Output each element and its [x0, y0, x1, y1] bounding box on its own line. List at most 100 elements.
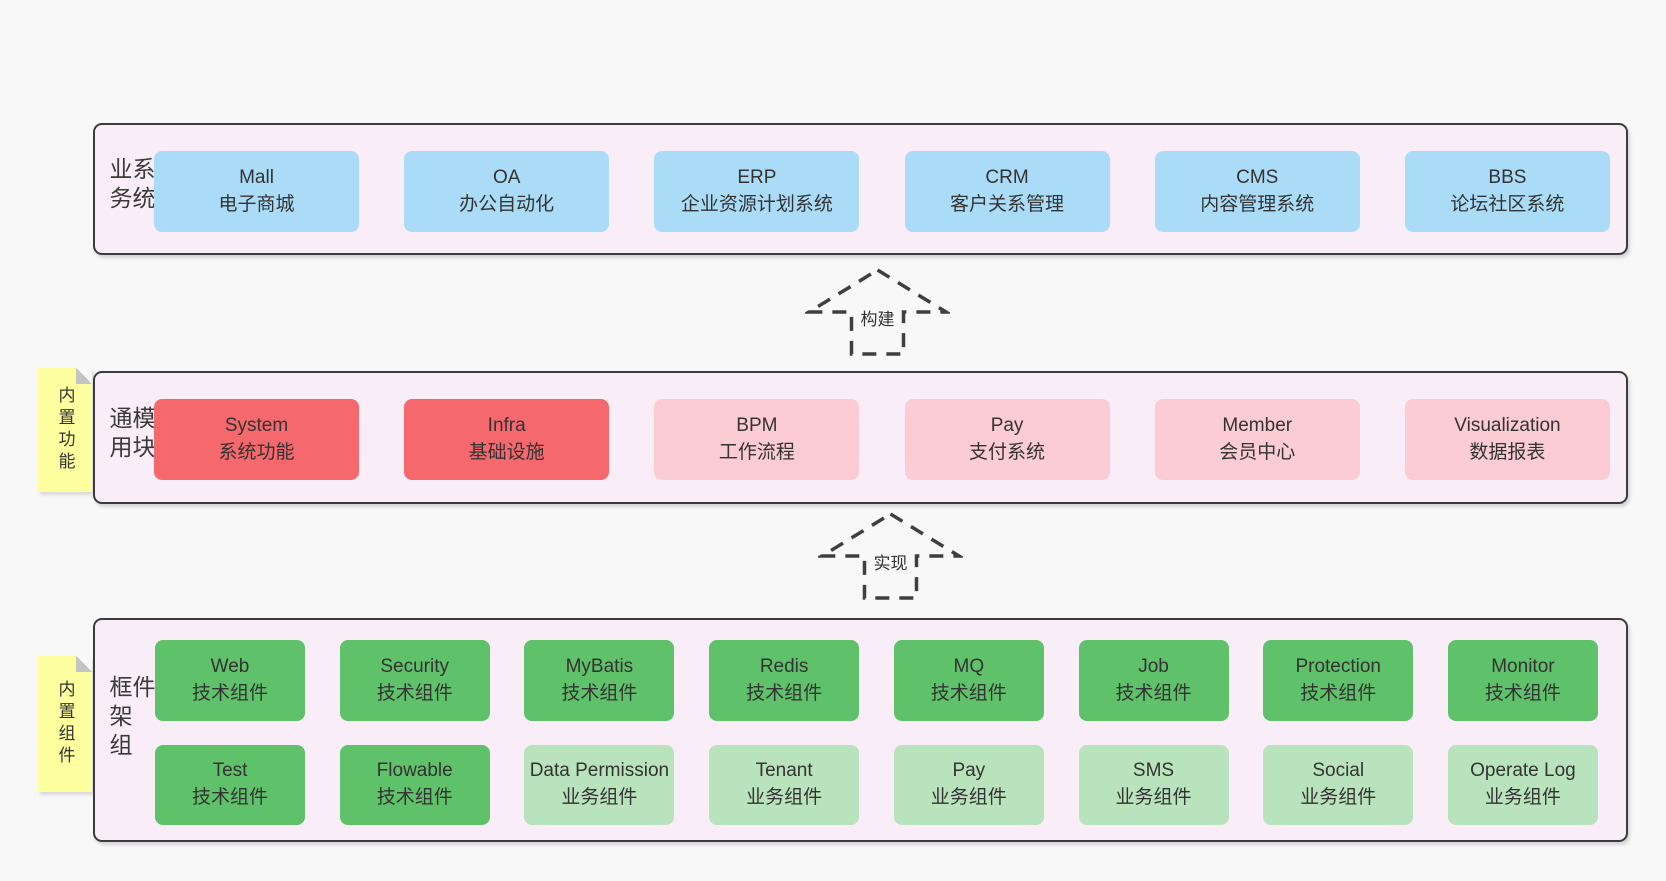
box-subtitle: 系统功能 — [218, 441, 295, 463]
box-mall: Mall 电子商城 — [154, 151, 359, 232]
box-crm: CRM 客户关系管理 — [904, 151, 1110, 232]
box-subtitle: 客户关系管理 — [950, 193, 1065, 215]
box-subtitle: 业务组件 — [1484, 787, 1561, 808]
box-title: Tenant — [755, 760, 813, 782]
box-subtitle: 技术组件 — [1300, 682, 1377, 704]
note-text: 内置功能 — [55, 386, 75, 474]
box-title: Monitor — [1491, 655, 1555, 677]
box-monitor: Monitor 技术组件 — [1447, 640, 1598, 721]
box-subtitle: 企业资源计划系统 — [680, 193, 833, 215]
box-title: Pay — [952, 760, 986, 782]
box-subtitle: 业务组件 — [1115, 787, 1192, 808]
box-data-permission: Data Permission 业务组件 — [524, 745, 675, 825]
band-label-components: 框架组件 — [106, 675, 155, 762]
box-title: Protection — [1295, 655, 1381, 677]
box-title: ERP — [737, 166, 777, 188]
box-subtitle: 电子商城 — [218, 193, 295, 215]
box-subtitle: 技术组件 — [191, 682, 268, 704]
box-title: MQ — [953, 655, 985, 677]
box-flowable: Flowable 技术组件 — [339, 745, 490, 825]
box-title: Data Permission — [529, 760, 670, 782]
box-subtitle: 技术组件 — [930, 682, 1007, 704]
box-title: MyBatis — [565, 655, 634, 677]
box-subtitle: 技术组件 — [746, 682, 823, 704]
box-redis: Redis 技术组件 — [709, 640, 860, 721]
box-subtitle: 论坛社区系统 — [1450, 193, 1565, 215]
box-subtitle: 技术组件 — [376, 787, 453, 808]
box-title: Social — [1312, 760, 1365, 782]
box-security: Security 技术组件 — [339, 640, 490, 721]
box-subtitle: 基础设施 — [468, 441, 545, 463]
components-row-top: Web 技术组件 Security 技术组件 MyBatis 技术组件 Redi… — [155, 640, 1598, 721]
band-framework-components: 框架组件 Web 技术组件 Security 技术组件 MyBatis 技术组件… — [93, 618, 1628, 842]
box-tenant: Tenant 业务组件 — [709, 745, 860, 825]
arrow-implement-label: 实现 — [869, 547, 912, 576]
up-arrow-shape — [805, 267, 950, 356]
box-mq: MQ 技术组件 — [893, 640, 1044, 721]
box-subtitle: 业务组件 — [1300, 787, 1377, 808]
box-subtitle: 业务组件 — [561, 787, 638, 808]
box-bpm: BPM 工作流程 — [654, 399, 860, 480]
box-subtitle: 数据报表 — [1469, 441, 1546, 463]
up-arrow-shape — [818, 511, 963, 600]
box-title: Member — [1222, 414, 1293, 436]
band-label-modules: 通用模块 — [106, 405, 155, 464]
arrow-build-label: 构建 — [856, 303, 899, 332]
box-system: System 系统功能 — [154, 399, 359, 480]
box-title: Mall — [239, 166, 274, 188]
box-title: SMS — [1132, 760, 1175, 782]
box-title: CMS — [1236, 166, 1279, 188]
band-common-modules: 通用模块 System 系统功能 Infra 基础设施 BPM 工作流程 Pay… — [93, 371, 1628, 504]
arrow-implement: 实现 — [818, 510, 963, 602]
box-title: Flowable — [376, 760, 453, 782]
box-title: Redis — [759, 655, 809, 677]
box-title: Web — [210, 655, 250, 677]
box-operate-log: Operate Log 业务组件 — [1447, 745, 1598, 825]
components-row-bottom: Test 技术组件 Flowable 技术组件 Data Permission … — [155, 745, 1598, 825]
box-pay-system: Pay 支付系统 — [904, 399, 1110, 480]
sticky-note-built-in-functions: 内置功能 — [38, 368, 92, 492]
note-text: 内置组件 — [55, 680, 75, 768]
box-title: OA — [492, 166, 521, 188]
arrow-build: 构建 — [805, 266, 950, 358]
note-fold-icon — [76, 368, 92, 384]
sticky-note-built-in-components: 内置组件 — [38, 656, 92, 792]
box-title: Test — [212, 760, 248, 782]
box-subtitle: 工作流程 — [718, 441, 795, 463]
box-title: BPM — [736, 414, 778, 436]
box-subtitle: 业务组件 — [930, 787, 1007, 808]
box-title: Infra — [487, 414, 526, 436]
box-title: Operate Log — [1470, 760, 1576, 782]
band-label-business: 业务系统 — [106, 157, 155, 215]
box-mybatis: MyBatis 技术组件 — [524, 640, 675, 721]
box-pay-component: Pay 业务组件 — [893, 745, 1044, 825]
box-cms: CMS 内容管理系统 — [1154, 151, 1360, 232]
box-title: System — [224, 414, 289, 436]
box-subtitle: 会员中心 — [1219, 441, 1296, 463]
box-subtitle: 技术组件 — [1484, 682, 1561, 704]
box-oa: OA 办公自动化 — [404, 151, 610, 232]
box-title: Security — [380, 655, 450, 677]
box-visualization: Visualization 数据报表 — [1404, 399, 1610, 480]
box-job: Job 技术组件 — [1078, 640, 1229, 721]
box-subtitle: 内容管理系统 — [1200, 193, 1315, 215]
box-social: Social 业务组件 — [1263, 745, 1414, 825]
box-subtitle: 技术组件 — [376, 682, 453, 704]
box-title: BBS — [1488, 166, 1527, 188]
box-title: Pay — [990, 414, 1024, 436]
box-subtitle: 技术组件 — [561, 682, 638, 704]
band-business-systems: 业务系统 Mall 电子商城 OA 办公自动化 ERP 企业资源计划系统 CRM… — [93, 123, 1628, 255]
box-erp: ERP 企业资源计划系统 — [654, 151, 860, 232]
box-subtitle: 支付系统 — [969, 441, 1046, 463]
box-member: Member 会员中心 — [1154, 399, 1360, 480]
box-bbs: BBS 论坛社区系统 — [1404, 151, 1610, 232]
box-subtitle: 业务组件 — [746, 787, 823, 808]
box-protection: Protection 技术组件 — [1263, 640, 1414, 721]
modules-box-row: System 系统功能 Infra 基础设施 BPM 工作流程 Pay 支付系统… — [154, 399, 1610, 480]
box-title: CRM — [985, 166, 1029, 188]
business-box-row: Mall 电子商城 OA 办公自动化 ERP 企业资源计划系统 CRM 客户关系… — [154, 151, 1610, 232]
box-title: Job — [1138, 655, 1169, 677]
note-fold-icon — [76, 656, 92, 672]
box-infra: Infra 基础设施 — [404, 399, 610, 480]
box-sms: SMS 业务组件 — [1078, 745, 1229, 825]
